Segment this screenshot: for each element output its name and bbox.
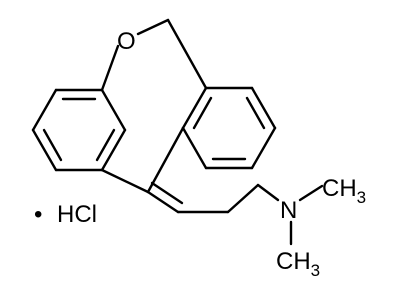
bond — [166, 18, 208, 90]
salt-dot: • — [34, 201, 42, 228]
salt-label: HCl — [57, 201, 97, 228]
bond — [181, 126, 208, 170]
oxepine-ring — [100, 18, 208, 194]
bond — [250, 126, 277, 170]
left-benzene-ring — [31, 88, 127, 172]
double-bond-inner — [95, 128, 116, 162]
double-bond-inner — [42, 128, 63, 162]
methyl-top-symbol: CH — [322, 175, 357, 202]
double-bond-inner — [192, 96, 213, 130]
bond — [146, 126, 185, 194]
double-bond — [146, 190, 180, 214]
bond — [100, 128, 127, 172]
double-bond-inner — [245, 96, 266, 130]
bond — [100, 88, 127, 132]
bond — [226, 183, 260, 214]
bond — [31, 128, 58, 172]
bond — [256, 183, 280, 202]
oxygen-atom-label: O — [117, 28, 136, 55]
bond — [250, 86, 277, 130]
methyl-bottom-label: CH3 — [276, 248, 320, 280]
bond — [136, 18, 170, 36]
side-chain — [146, 181, 324, 246]
methyl-top-label: CH3 — [322, 175, 366, 207]
methyl-bottom-subscript: 3 — [311, 261, 320, 280]
bond — [100, 44, 120, 92]
methyl-top-subscript: 3 — [357, 188, 366, 207]
bond — [298, 184, 324, 202]
bond — [31, 88, 58, 132]
methyl-bottom-symbol: CH — [276, 248, 311, 275]
bond — [181, 86, 208, 130]
bond — [100, 168, 150, 194]
nitrogen-atom-label: N — [280, 197, 297, 224]
right-benzene-ring — [181, 86, 277, 170]
double-bond-parallel — [150, 181, 184, 205]
